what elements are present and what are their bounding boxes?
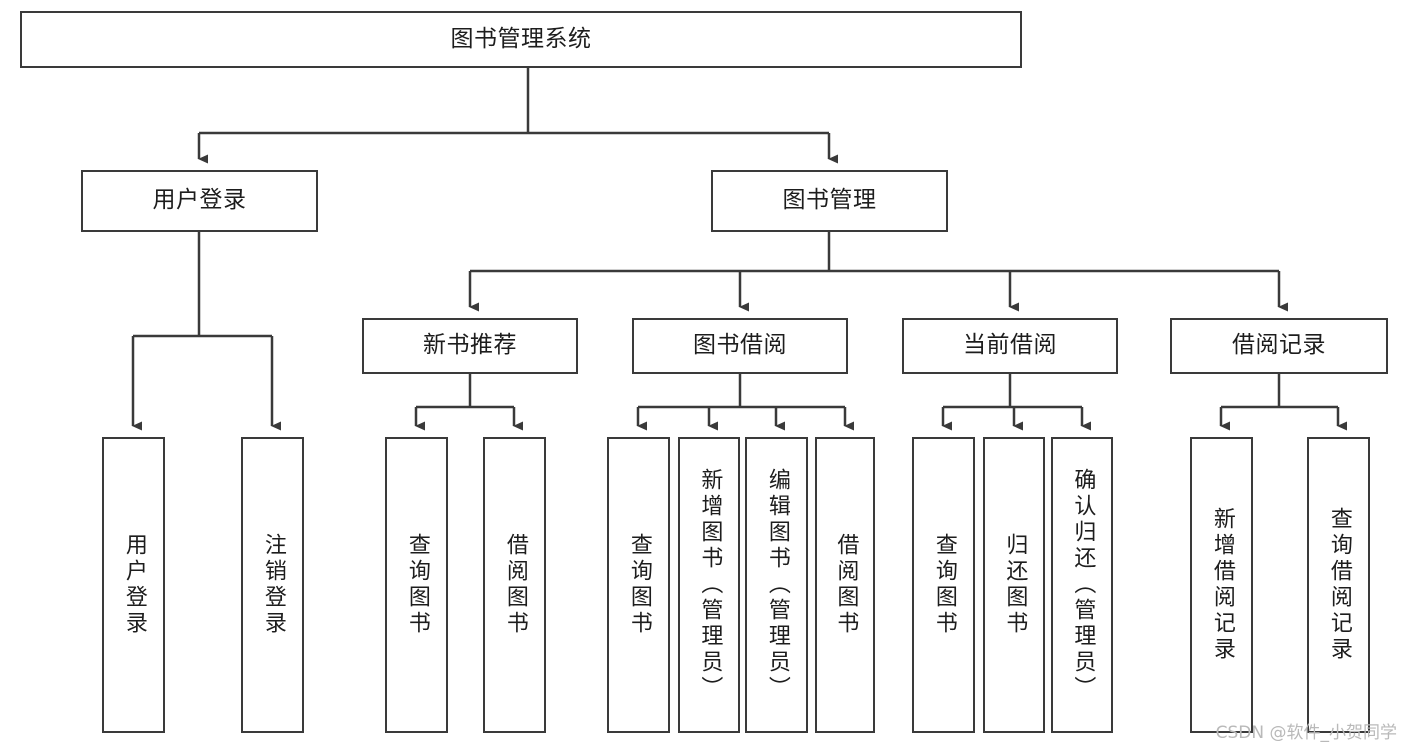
node-label-bb-edit: 编辑图书（管理员） — [764, 468, 790, 702]
node-label-user-login: 用户登录 — [152, 187, 247, 214]
node-bb-query[interactable]: 查询图书 — [607, 437, 670, 733]
node-bb-edit[interactable]: 编辑图书（管理员） — [745, 437, 808, 733]
node-label-book-manage: 图书管理 — [782, 187, 877, 214]
node-label-root: 图书管理系统 — [450, 25, 592, 52]
node-cb-confirm[interactable]: 确认归还（管理员） — [1051, 437, 1113, 733]
node-borrow-record[interactable]: 借阅记录 — [1170, 318, 1388, 374]
node-book-borrow[interactable]: 图书借阅 — [632, 318, 848, 374]
node-user-login[interactable]: 用户登录 — [81, 170, 318, 232]
watermark-text: CSDN @软件_小贺同学 — [1215, 723, 1397, 743]
node-cb-return[interactable]: 归还图书 — [983, 437, 1045, 733]
node-label-bb-add: 新增图书（管理员） — [697, 468, 723, 702]
node-new-book-rec[interactable]: 新书推荐 — [362, 318, 578, 374]
node-label-book-borrow: 图书借阅 — [693, 332, 787, 359]
node-bb-add[interactable]: 新增图书（管理员） — [678, 437, 740, 733]
node-label-logout-do: 注销登录 — [260, 533, 286, 637]
node-label-bb-borrow: 借阅图书 — [833, 533, 859, 637]
node-label-borrow-record: 借阅记录 — [1232, 332, 1326, 359]
node-label-br-add: 新增借阅记录 — [1209, 507, 1235, 663]
node-logout-do[interactable]: 注销登录 — [241, 437, 304, 733]
node-br-query[interactable]: 查询借阅记录 — [1307, 437, 1370, 733]
node-label-current-borrow: 当前借阅 — [963, 332, 1057, 359]
node-current-borrow[interactable]: 当前借阅 — [902, 318, 1118, 374]
node-label-new-book-rec: 新书推荐 — [423, 332, 517, 359]
node-label-br-query: 查询借阅记录 — [1326, 507, 1352, 663]
node-label-cb-query: 查询图书 — [931, 533, 957, 637]
node-book-manage[interactable]: 图书管理 — [711, 170, 948, 232]
node-label-cb-confirm: 确认归还（管理员） — [1070, 468, 1096, 702]
node-label-rec-borrow: 借阅图书 — [502, 533, 528, 637]
node-rec-borrow[interactable]: 借阅图书 — [483, 437, 546, 733]
connector-lines — [131, 68, 1347, 431]
node-rec-query[interactable]: 查询图书 — [385, 437, 448, 733]
node-label-cb-return: 归还图书 — [1002, 533, 1028, 637]
node-root[interactable]: 图书管理系统 — [20, 11, 1022, 68]
node-br-add[interactable]: 新增借阅记录 — [1190, 437, 1253, 733]
node-bb-borrow[interactable]: 借阅图书 — [815, 437, 875, 733]
node-label-bb-query: 查询图书 — [626, 533, 652, 637]
node-cb-query[interactable]: 查询图书 — [912, 437, 975, 733]
node-label-login-do: 用户登录 — [121, 533, 147, 637]
node-label-rec-query: 查询图书 — [404, 533, 430, 637]
node-login-do[interactable]: 用户登录 — [102, 437, 165, 733]
